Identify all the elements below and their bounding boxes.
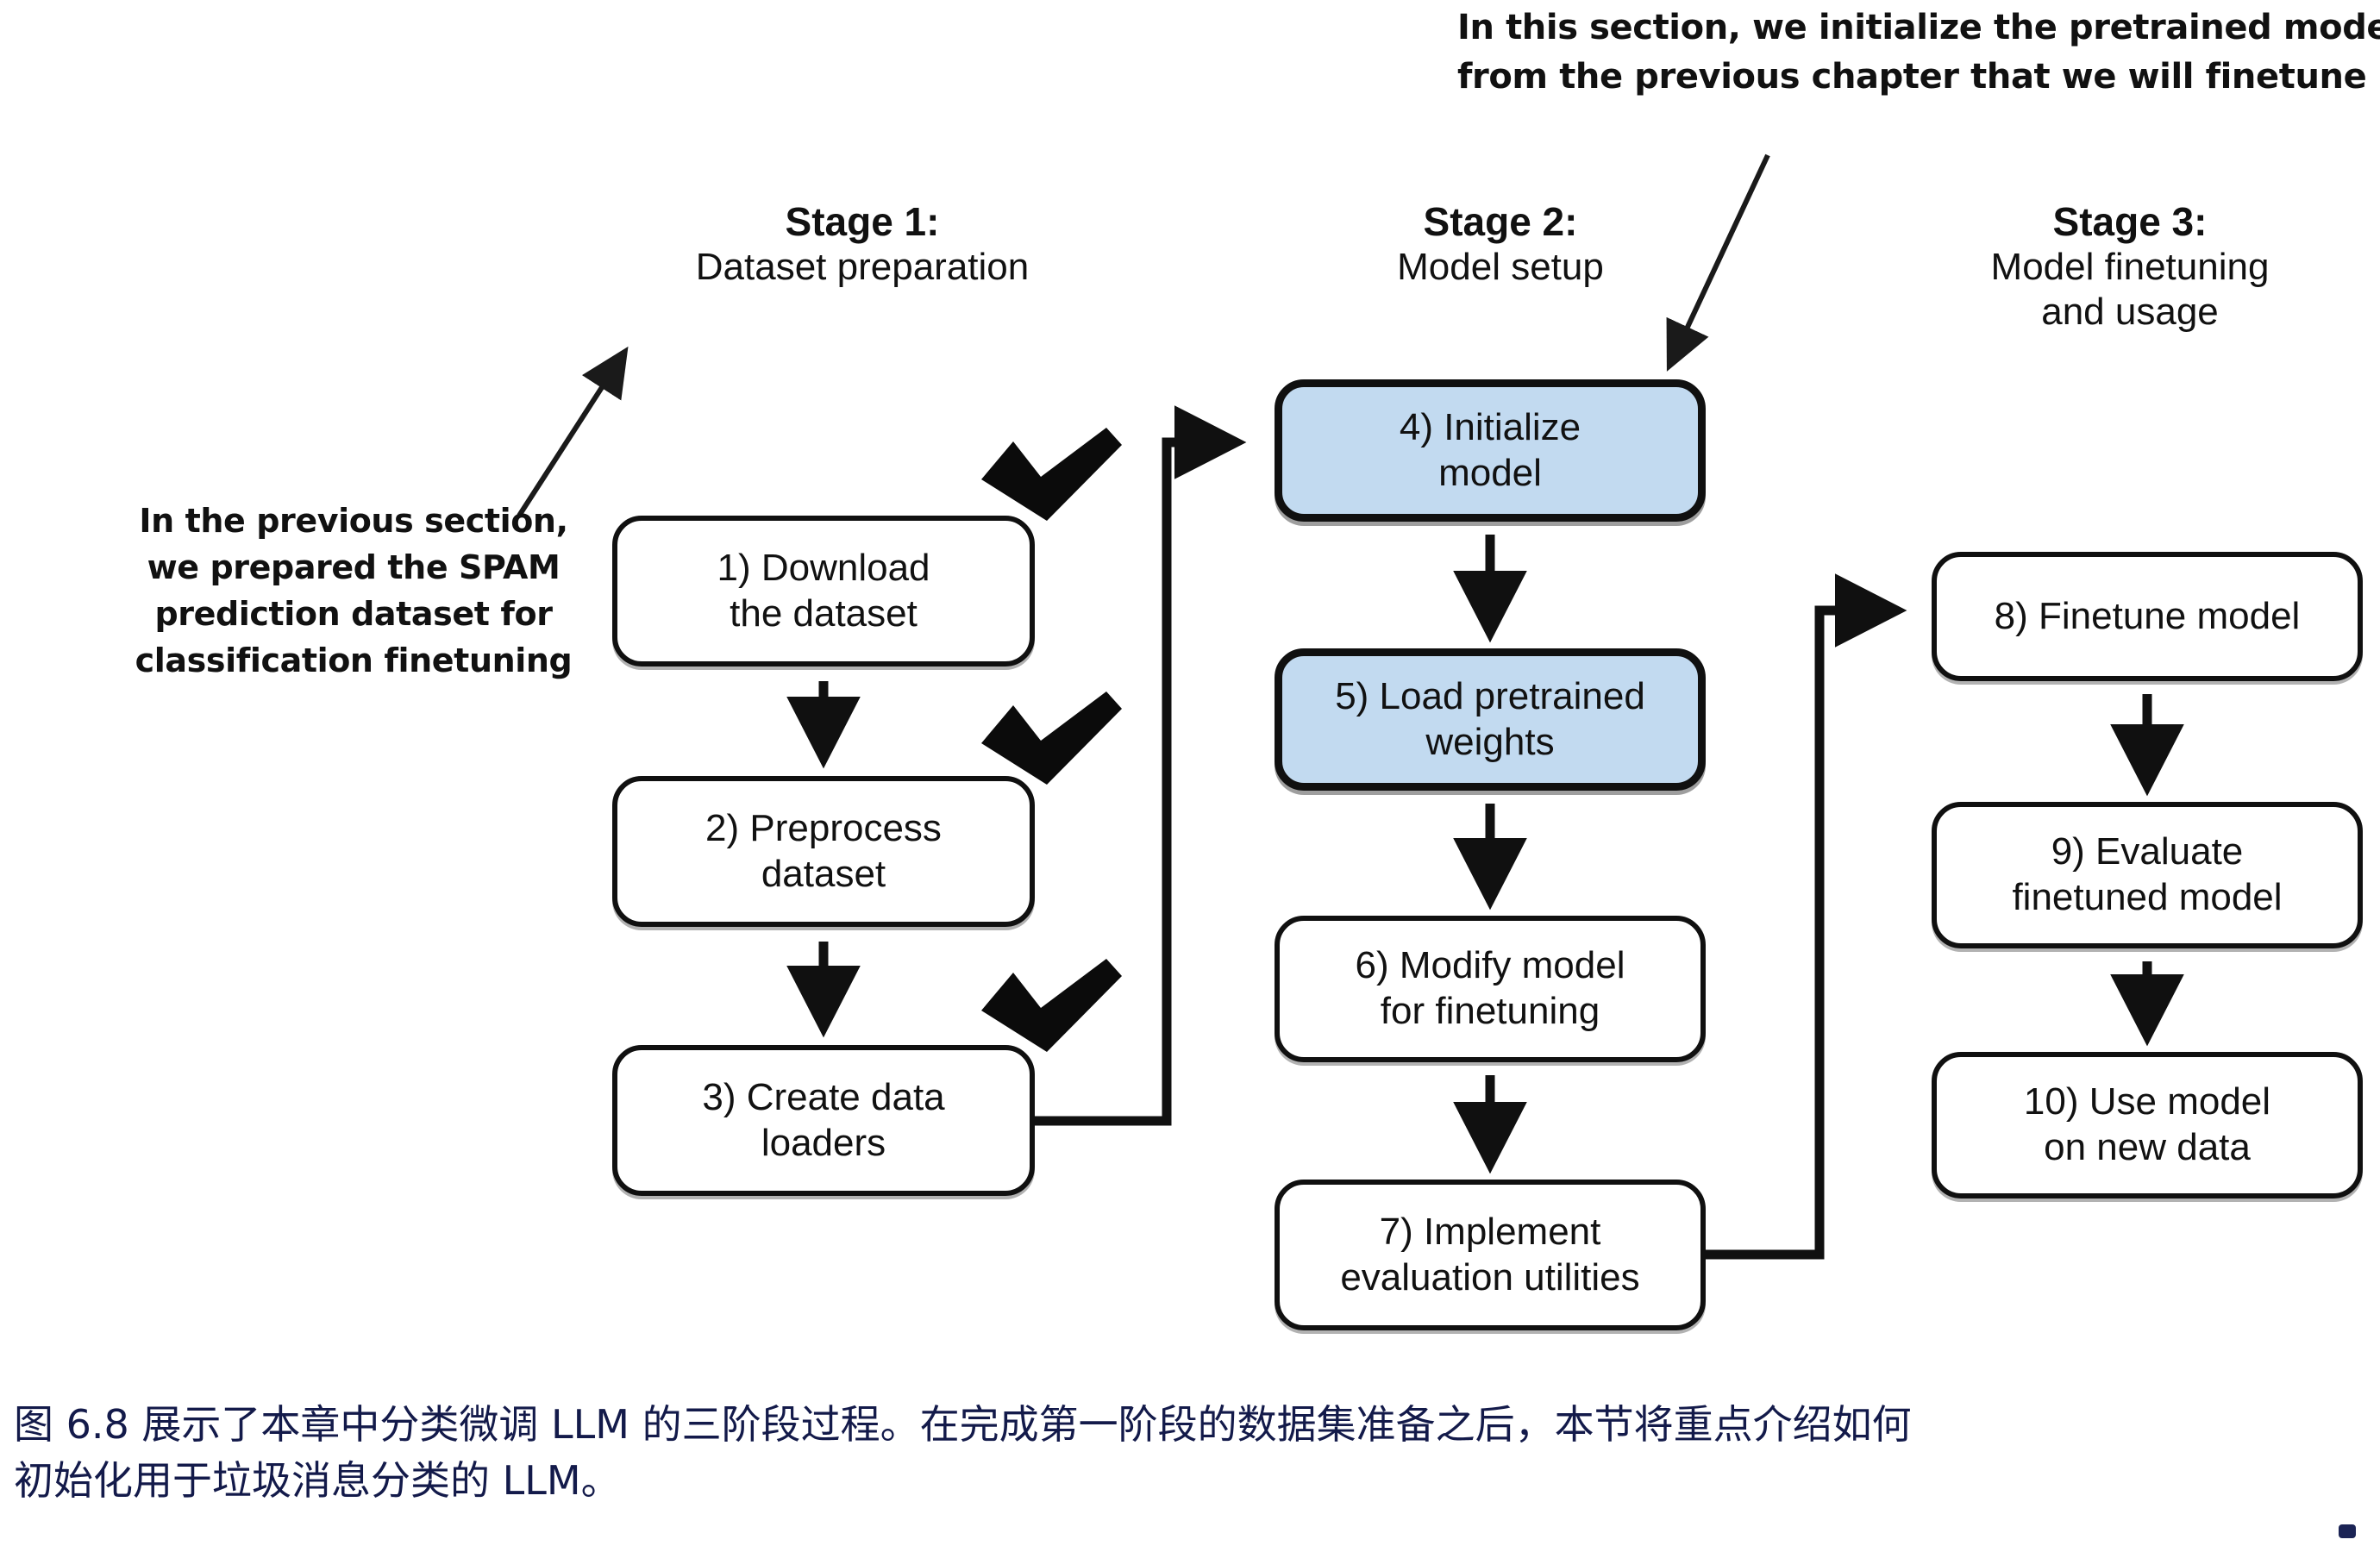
flow-node-load-pretrained-weights[interactable]: 5) Load pretrained weights: [1275, 648, 1706, 791]
flow-node-line-2: evaluation utilities: [1340, 1255, 1640, 1299]
flow-node-line-1: 2) Preprocess: [705, 806, 942, 849]
flow-node-line-2: dataset: [761, 852, 886, 895]
flow-node-line-1: 6) Modify model: [1355, 944, 1625, 987]
flow-node-line-2: finetuned model: [2012, 876, 2283, 918]
flow-node-initialize-model[interactable]: 4) Initialize model: [1275, 379, 1706, 522]
annotation-left-line-1: In the previous section,: [139, 502, 568, 540]
flow-node-line-2: weights: [1425, 720, 1555, 763]
flow-node-label: 10) Use model on new data: [2024, 1080, 2270, 1171]
flow-node-line-2: for finetuning: [1380, 990, 1600, 1032]
connector-stage2-to-stage3: [1706, 573, 1907, 1260]
flow-node-implement-evaluation-utilities[interactable]: 7) Implement evaluation utilities: [1275, 1180, 1706, 1330]
flow-node-use-model-on-new-data[interactable]: 10) Use model on new data: [1932, 1052, 2363, 1198]
pointer-arrow-left-annotation: [517, 346, 629, 517]
flow-node-label: 4) Initialize model: [1400, 405, 1581, 497]
flow-node-label: 5) Load pretrained weights: [1335, 674, 1645, 766]
flow-node-label: 6) Modify model for finetuning: [1355, 943, 1625, 1035]
checkmark-icon-node2: [981, 692, 1122, 785]
flow-node-line-1: 7) Implement: [1379, 1210, 1601, 1253]
flow-node-label: 7) Implement evaluation utilities: [1340, 1210, 1639, 1301]
text-cursor-mark: [2339, 1524, 2356, 1538]
flow-node-line-2: model: [1438, 451, 1542, 494]
stage-2-subtitle-line-1: Model setup: [1397, 246, 1604, 289]
figure-caption: 图 6.8 展示了本章中分类微调 LLM 的三阶段过程。在完成第一阶段的数据集准…: [14, 1397, 2368, 1510]
flow-node-label: 2) Preprocess dataset: [705, 806, 942, 898]
flow-node-modify-model-for-finetuning[interactable]: 6) Modify model for finetuning: [1275, 916, 1706, 1062]
annotation-left-line-3: prediction dataset for: [154, 594, 553, 633]
stage-1-subtitle-line-1: Dataset preparation: [695, 246, 1030, 289]
flow-node-finetune-model[interactable]: 8) Finetune model: [1932, 552, 2363, 681]
flow-node-label: 9) Evaluate finetuned model: [2012, 829, 2282, 921]
flow-node-line-1: 8) Finetune model: [1994, 594, 2301, 637]
figure-caption-line-1: 图 6.8 展示了本章中分类微调 LLM 的三阶段过程。在完成第一阶段的数据集准…: [14, 1401, 1912, 1448]
stage-heading-1: Stage 1: Dataset preparation: [586, 198, 1138, 290]
flow-node-line-1: 4) Initialize: [1399, 405, 1581, 448]
annotation-left: In the previous section, we prepared the…: [121, 498, 586, 685]
flow-node-line-1: 1) Download: [717, 546, 930, 589]
annotation-left-line-4: classification finetuning: [135, 641, 573, 679]
checkmark-icon-node1: [981, 428, 1122, 521]
annotation-top-line-1: In this section, we initialize the pretr…: [1457, 8, 2380, 47]
stage-heading-2: Stage 2: Model setup: [1276, 198, 1725, 290]
stage-heading-3: Stage 3: Model finetuning and usage: [1880, 198, 2380, 335]
flow-node-line-1: 3) Create data: [702, 1075, 945, 1118]
figure-caption-line-2: 初始化用于垃圾消息分类的 LLM。: [14, 1457, 621, 1505]
stage-3-subtitle-line-2: and usage: [2041, 291, 2219, 334]
flow-node-label: 8) Finetune model: [1995, 594, 2301, 640]
flow-node-preprocess-dataset[interactable]: 2) Preprocess dataset: [612, 776, 1035, 927]
flow-node-create-data-loaders[interactable]: 3) Create data loaders: [612, 1045, 1035, 1196]
flow-node-line-2: loaders: [761, 1121, 886, 1164]
checkmark-icon-node3: [981, 959, 1122, 1052]
stage-3-title: Stage 3:: [2052, 199, 2208, 244]
stage-1-title: Stage 1:: [785, 199, 940, 244]
flow-node-label: 3) Create data loaders: [702, 1075, 944, 1167]
flow-node-line-2: on new data: [2044, 1126, 2251, 1168]
flow-node-evaluate-finetuned-model[interactable]: 9) Evaluate finetuned model: [1932, 802, 2363, 948]
annotation-left-line-2: we prepared the SPAM: [147, 548, 561, 586]
flow-node-line-1: 5) Load pretrained: [1335, 674, 1645, 717]
flow-node-line-1: 10) Use model: [2023, 1080, 2271, 1123]
flow-node-line-2: the dataset: [730, 591, 918, 635]
flow-node-download-dataset[interactable]: 1) Download the dataset: [612, 516, 1035, 666]
annotation-top-line-2: from the previous chapter that we will f…: [1457, 56, 2367, 97]
stage-2-title: Stage 2:: [1423, 199, 1578, 244]
annotation-top: In this section, we initialize the pretr…: [1457, 3, 2380, 102]
flow-node-line-1: 9) Evaluate: [2051, 830, 2244, 873]
connector-stage1-to-stage2: [1035, 405, 1247, 1126]
flow-node-label: 1) Download the dataset: [717, 546, 930, 637]
stage-3-subtitle-line-1: Model finetuning: [1990, 246, 2270, 289]
